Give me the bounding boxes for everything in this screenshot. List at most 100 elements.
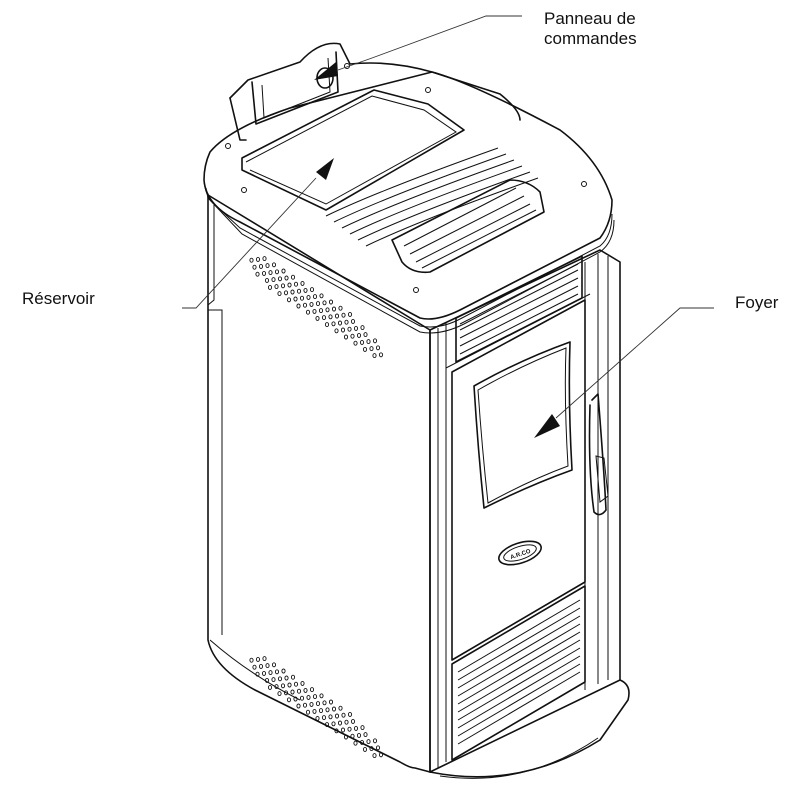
dot — [340, 727, 346, 733]
dot — [359, 739, 365, 745]
dot — [331, 306, 337, 312]
dot — [290, 689, 295, 695]
dot — [281, 268, 286, 274]
dot — [274, 669, 280, 675]
callout-tank — [182, 158, 334, 309]
dot — [299, 295, 305, 301]
dot — [343, 734, 349, 740]
dot — [277, 276, 283, 282]
dot — [322, 300, 327, 306]
dot — [261, 270, 267, 276]
dot — [306, 694, 311, 700]
dot — [267, 284, 273, 290]
dot — [369, 746, 374, 752]
dot — [312, 708, 317, 714]
dot — [290, 674, 296, 680]
dot — [312, 294, 318, 300]
dot — [262, 656, 267, 662]
dot — [287, 682, 292, 688]
dot — [319, 693, 324, 699]
dot — [363, 732, 368, 738]
dot — [280, 283, 286, 289]
dot — [338, 705, 343, 711]
dot — [375, 745, 381, 751]
dot — [325, 307, 330, 313]
dot — [255, 271, 260, 277]
dot — [277, 691, 282, 697]
dot — [309, 701, 314, 707]
dot — [375, 345, 381, 351]
dot — [372, 753, 377, 759]
dot — [325, 707, 330, 713]
dot — [337, 320, 343, 326]
dot — [347, 326, 352, 332]
dot — [268, 270, 273, 276]
dot — [360, 725, 365, 731]
dot — [350, 718, 356, 724]
dot — [350, 333, 355, 339]
dot — [249, 657, 254, 663]
dot — [359, 339, 365, 345]
dot — [321, 715, 327, 721]
control-panel-label-line1: Panneau de — [544, 9, 636, 28]
dot — [305, 709, 311, 715]
dot — [258, 663, 264, 669]
dot — [293, 696, 298, 702]
dot — [271, 277, 276, 283]
side-dot-pattern-upper — [249, 256, 384, 359]
callout-firebox — [534, 307, 714, 438]
dot — [315, 315, 320, 321]
dot — [324, 722, 330, 728]
dot — [296, 303, 301, 309]
dot — [362, 346, 368, 352]
top-surface — [203, 42, 615, 334]
dot — [296, 703, 301, 709]
dot — [302, 702, 308, 708]
dot — [302, 302, 308, 308]
callout-control-panel — [314, 15, 522, 80]
dot — [271, 262, 277, 268]
dot — [372, 353, 377, 359]
dot — [274, 269, 280, 275]
dot — [356, 732, 362, 738]
dot — [344, 719, 349, 725]
dot — [252, 264, 257, 270]
dot — [338, 305, 343, 311]
dot — [309, 301, 314, 307]
dot — [265, 263, 270, 269]
dot — [328, 314, 333, 320]
dot — [334, 713, 340, 719]
dot — [255, 671, 260, 677]
dot — [366, 339, 371, 345]
dot — [334, 313, 340, 319]
dot — [274, 684, 279, 690]
dot — [300, 680, 305, 686]
dot — [331, 721, 336, 727]
dot — [328, 299, 334, 305]
dot — [356, 332, 362, 338]
dot — [293, 296, 298, 302]
dot — [287, 282, 292, 288]
dot — [261, 670, 267, 676]
dot — [309, 687, 315, 693]
dot — [284, 275, 289, 281]
dot — [347, 311, 353, 317]
dot — [343, 334, 349, 340]
dot — [312, 694, 318, 700]
dot — [321, 315, 327, 321]
dot — [344, 319, 349, 325]
dot — [296, 288, 302, 294]
dot — [341, 312, 346, 318]
dot — [252, 664, 257, 670]
dot — [300, 280, 305, 286]
dot — [286, 697, 292, 703]
dot — [331, 321, 336, 327]
dot — [318, 308, 324, 314]
dot — [293, 281, 299, 287]
dot — [268, 670, 273, 676]
dot — [274, 284, 279, 290]
dot — [353, 325, 359, 331]
dot — [284, 675, 289, 681]
dot — [328, 699, 334, 705]
